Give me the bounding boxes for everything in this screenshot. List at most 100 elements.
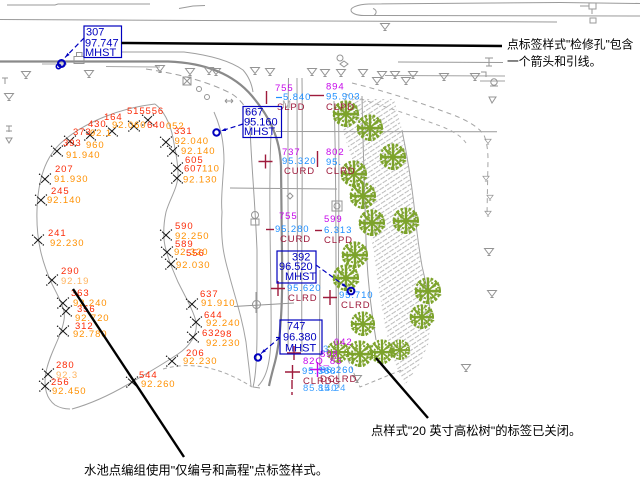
- svg-text:CLPD: CLPD: [326, 102, 355, 113]
- svg-text:207: 207: [55, 164, 74, 175]
- svg-text:802: 802: [326, 147, 345, 158]
- svg-text:607: 607: [184, 164, 203, 175]
- svg-text:241: 241: [48, 228, 67, 239]
- svg-text:96.380: 96.380: [283, 332, 317, 344]
- svg-text:92.1: 92.1: [90, 128, 112, 139]
- svg-text:M: M: [282, 99, 291, 111]
- svg-text:86.260: 86.260: [320, 365, 354, 376]
- svg-text:95.388: 95.388: [302, 366, 336, 377]
- svg-text:393: 393: [63, 138, 82, 149]
- svg-text:556: 556: [186, 248, 205, 259]
- svg-text:CLRD: CLRD: [326, 166, 355, 177]
- svg-text:637: 637: [200, 289, 219, 300]
- svg-text:95.620: 95.620: [287, 283, 321, 294]
- svg-text:95.320: 95.320: [282, 156, 316, 167]
- svg-text:92.030: 92.030: [176, 260, 210, 271]
- svg-text:747: 747: [287, 321, 305, 333]
- svg-text:331: 331: [174, 126, 193, 137]
- svg-text:96.520: 96.520: [279, 261, 313, 273]
- svg-text:97.747: 97.747: [85, 38, 119, 50]
- svg-text:312: 312: [75, 321, 94, 332]
- svg-text:256: 256: [51, 377, 70, 388]
- svg-text:110: 110: [202, 164, 220, 175]
- svg-text:92.240: 92.240: [73, 298, 107, 309]
- svg-text:CLRD: CLRD: [288, 293, 317, 304]
- svg-text:CLRDC: CLRDC: [303, 376, 340, 387]
- svg-text:点样式"20 英寸高松树"的标签已关闭。: 点样式"20 英寸高松树"的标签已关闭。: [371, 423, 581, 438]
- svg-text:98: 98: [220, 329, 232, 340]
- svg-text:515556: 515556: [127, 106, 164, 117]
- svg-text:290: 290: [61, 266, 80, 277]
- svg-text:430: 430: [88, 119, 107, 130]
- svg-text:92.230: 92.230: [50, 238, 84, 249]
- svg-text:92.060: 92.060: [112, 120, 146, 131]
- svg-text:363: 363: [71, 288, 90, 299]
- svg-text:95.: 95.: [326, 157, 342, 168]
- svg-text:CLPD: CLPD: [324, 235, 353, 246]
- svg-text:5.840: 5.840: [283, 92, 311, 103]
- svg-text:599: 599: [324, 214, 343, 225]
- svg-text:92.140: 92.140: [47, 195, 81, 206]
- svg-text:755: 755: [275, 83, 294, 94]
- svg-text:605: 605: [185, 155, 204, 166]
- svg-text:3: 3: [323, 344, 329, 355]
- svg-text:590: 590: [175, 221, 194, 232]
- svg-text:DCLRD: DCLRD: [320, 374, 357, 385]
- svg-text:894: 894: [326, 82, 345, 93]
- svg-text:307: 307: [86, 27, 104, 39]
- svg-text:91.930: 91.930: [54, 174, 88, 185]
- svg-text:95.160: 95.160: [244, 117, 278, 129]
- svg-text:898: 898: [320, 349, 339, 360]
- svg-text:92.230: 92.230: [206, 338, 240, 349]
- svg-text:一个箭头和引线。: 一个箭头和引线。: [507, 55, 601, 69]
- svg-text:95.903: 95.903: [326, 92, 360, 103]
- svg-text:85.140: 85.140: [303, 383, 337, 394]
- svg-text:92.260: 92.260: [141, 379, 175, 390]
- svg-text:91.910: 91.910: [201, 298, 235, 309]
- svg-text:052: 052: [166, 121, 185, 132]
- svg-text:SLPD: SLPD: [277, 102, 305, 113]
- svg-text:245: 245: [51, 186, 70, 197]
- svg-text:164: 164: [104, 112, 123, 123]
- svg-text:589: 589: [175, 239, 194, 250]
- svg-text:644: 644: [204, 310, 223, 321]
- svg-text:92.19: 92.19: [61, 276, 89, 287]
- svg-text:MHST: MHST: [285, 343, 316, 355]
- svg-text:CURD: CURD: [280, 234, 311, 245]
- svg-text:92.040: 92.040: [175, 136, 209, 147]
- svg-text:92.320: 92.320: [174, 247, 208, 258]
- svg-text:MHST: MHST: [244, 126, 275, 138]
- svg-text:737: 737: [282, 147, 301, 158]
- svg-text:92.240: 92.240: [206, 318, 240, 329]
- svg-text:水池点编组使用"仅编号和高程"点标签样式。: 水池点编组使用"仅编号和高程"点标签样式。: [84, 463, 328, 478]
- svg-text:6.313: 6.313: [324, 225, 352, 236]
- svg-text:92.780: 92.780: [73, 329, 107, 340]
- svg-text:280: 280: [56, 360, 75, 371]
- svg-text:544: 544: [139, 370, 158, 381]
- svg-text:82Q_83: 82Q_83: [303, 356, 342, 367]
- svg-text:392: 392: [292, 252, 310, 264]
- svg-text:640: 640: [147, 120, 166, 131]
- svg-text:632: 632: [202, 328, 221, 339]
- svg-text:92.450: 92.450: [52, 386, 86, 397]
- svg-text:042: 042: [334, 337, 353, 348]
- svg-text:92.250: 92.250: [175, 231, 209, 242]
- svg-text:MHST: MHST: [85, 47, 116, 59]
- svg-text:CLRD: CLRD: [341, 300, 370, 311]
- svg-text:92.230: 92.230: [183, 356, 217, 367]
- svg-text:92.140: 92.140: [181, 146, 215, 157]
- svg-text:95.710: 95.710: [339, 290, 373, 301]
- svg-text:CURD: CURD: [284, 166, 315, 177]
- svg-text:95.280: 95.280: [275, 224, 309, 235]
- svg-text:960: 960: [86, 140, 105, 151]
- svg-text:91.940: 91.940: [66, 150, 100, 161]
- svg-text:85.24: 85.24: [318, 383, 346, 394]
- svg-text:755: 755: [279, 211, 298, 222]
- svg-text:373: 373: [73, 127, 92, 138]
- svg-text:92.3: 92.3: [56, 370, 78, 381]
- svg-text:点标签样式"检修孔"包含: 点标签样式"检修孔"包含: [507, 38, 634, 52]
- svg-text:92.130: 92.130: [183, 175, 217, 186]
- svg-text:667: 667: [245, 107, 263, 119]
- svg-text:206: 206: [186, 348, 205, 359]
- svg-text:MHST: MHST: [285, 271, 316, 283]
